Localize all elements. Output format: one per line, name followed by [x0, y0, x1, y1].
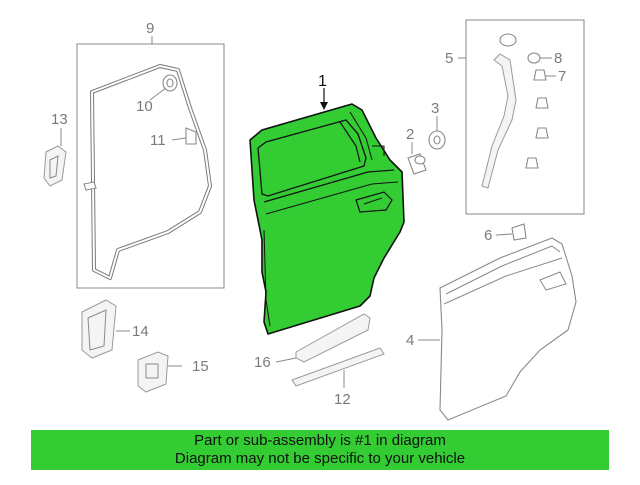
part-6-clip: [495, 223, 527, 241]
clip-part-8: [527, 52, 541, 64]
callout-10: 10: [136, 98, 153, 115]
callout-11: 11: [150, 132, 166, 149]
part-3-cap: [428, 116, 446, 150]
callout-13: 13: [51, 111, 68, 128]
clip-part-11: [185, 127, 197, 145]
part-14-bracket: [81, 299, 130, 359]
banner-line-2: Diagram may not be specific to your vehi…: [174, 450, 466, 467]
callout-2: 2: [406, 126, 414, 143]
moulding-group-5: [458, 19, 585, 215]
part-16-garnish: [275, 313, 371, 363]
part-13-cover: [43, 128, 67, 187]
part-15-striker: [137, 351, 182, 393]
info-banner: Part or sub-assembly is #1 in diagram Di…: [31, 430, 609, 470]
callout-5: 5: [445, 50, 453, 67]
clip-part-7: [533, 69, 547, 81]
callout-9: 9: [146, 20, 154, 37]
banner-line-1: Part or sub-assembly is #1 in diagram: [194, 432, 446, 449]
callout-3: 3: [431, 100, 439, 117]
callout-16: 16: [254, 354, 271, 371]
callout-1: 1: [318, 73, 327, 90]
door-shell-part-1: [249, 103, 405, 335]
part-12-protector: [291, 347, 385, 388]
callout-12: 12: [334, 391, 351, 408]
part-2-bumper: [407, 142, 427, 175]
callout-6: 6: [484, 227, 492, 244]
callout-7: 7: [558, 68, 566, 85]
group-box-5: [465, 19, 585, 215]
callout-8: 8: [554, 50, 562, 67]
group-box-9: [76, 43, 225, 289]
moulding-strip: [481, 53, 517, 189]
callout-14: 14: [132, 323, 149, 340]
door-panel-part-4: [418, 237, 577, 421]
callout-4: 4: [406, 332, 414, 349]
callout-15: 15: [192, 358, 209, 375]
weatherstrip-group-9: [76, 36, 225, 289]
